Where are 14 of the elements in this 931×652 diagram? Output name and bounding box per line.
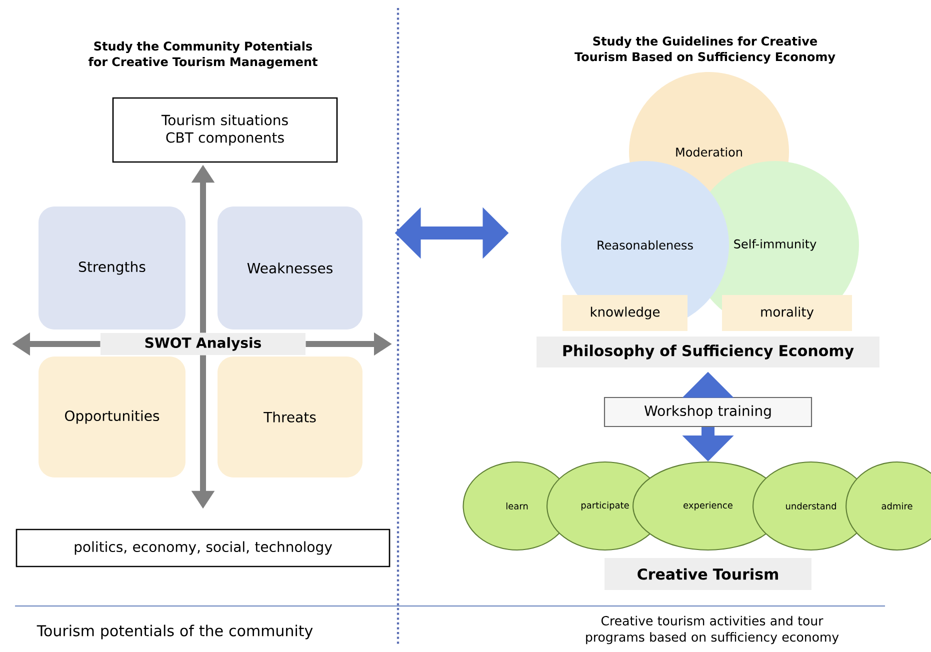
swot-label: SWOT Analysis: [100, 333, 306, 355]
node-label: admire: [882, 502, 912, 510]
text-box: politics, economy, social, technology: [16, 528, 390, 568]
text-box: Tourism situations CBT components: [112, 97, 338, 163]
text-box: Workshop training: [604, 396, 812, 428]
column-heading: Study the Community Potentials for Creative Tourism Management: [88, 41, 318, 69]
swot-box: Strengths: [38, 206, 186, 330]
heading-band: Philosophy of Sufficiency Economy: [536, 336, 880, 368]
footer-text: Tourism potentials of the community: [36, 624, 313, 640]
heading-band: Creative Tourism: [604, 558, 812, 590]
swot-box: Threats: [218, 356, 362, 478]
swot-box: Opportunities: [38, 356, 186, 478]
footer-text: Creative tourism activities and tour programs based on sufficiency economy: [586, 616, 839, 644]
swot-box: Weaknesses: [218, 206, 362, 330]
